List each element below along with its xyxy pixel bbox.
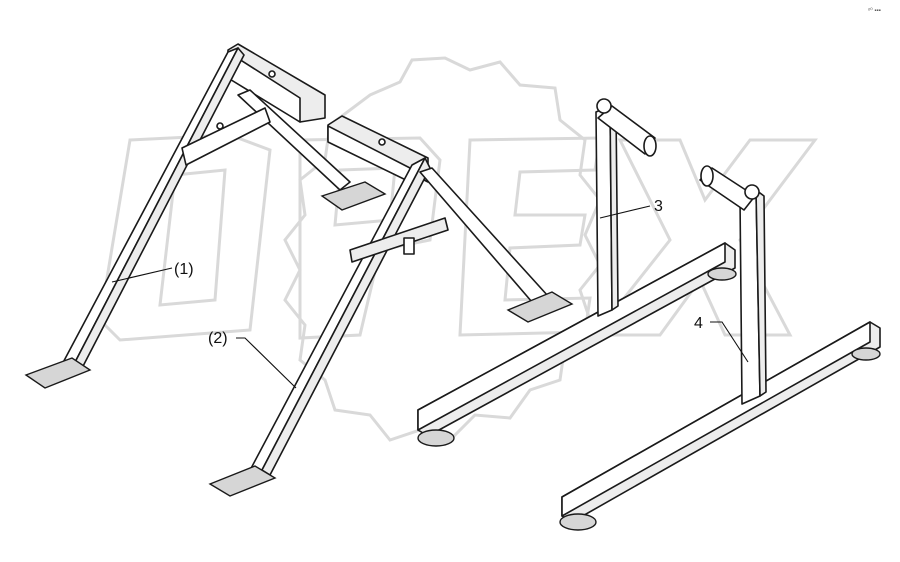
leader-2 — [236, 337, 297, 389]
callout-2: (2) — [208, 330, 228, 347]
foot-pad-2 — [208, 465, 277, 497]
callout-4: 4 — [694, 315, 703, 332]
callout-1: (1) — [174, 261, 194, 278]
leg-front-right — [419, 167, 549, 303]
corner-mark: ᵒ⁰ ▪▪▪ — [868, 7, 881, 14]
leader-1 — [111, 267, 173, 283]
upright-3-side — [609, 105, 619, 311]
foot-pad-1 — [24, 357, 92, 389]
foot-pad-front-right — [506, 291, 574, 323]
roller-4-lug — [744, 184, 760, 200]
leader-3 — [599, 205, 651, 219]
upright-4-side — [755, 189, 767, 397]
leader-4 — [710, 321, 749, 363]
foot-3-right — [707, 267, 737, 281]
foot-4-left — [559, 513, 597, 531]
leg-1-rear — [57, 47, 239, 373]
callouts: (1) (2) 3 4 — [111, 198, 749, 389]
foot-3-left — [417, 429, 455, 447]
rail-pin — [403, 237, 415, 255]
base-beam-4-face — [561, 321, 871, 517]
bolt-hole — [378, 138, 386, 146]
stand-4 — [559, 165, 881, 531]
lower-rail — [349, 217, 449, 263]
base-beam-3-face — [417, 242, 726, 431]
leg-1-rear-side — [71, 47, 245, 373]
roller-3-end — [643, 135, 657, 157]
diagonal-brace — [181, 107, 271, 166]
bolt-hole — [268, 70, 276, 78]
foot-4-right — [851, 347, 881, 361]
callout-3: 3 — [654, 198, 663, 215]
roller-3-lug — [596, 98, 612, 114]
foot-pad-rear-right — [320, 181, 387, 211]
stand-3 — [417, 98, 737, 447]
a-frame-stand — [24, 43, 574, 497]
roller-4-end — [700, 165, 714, 187]
gear-outline — [283, 56, 602, 442]
bolt-hole — [216, 122, 224, 130]
